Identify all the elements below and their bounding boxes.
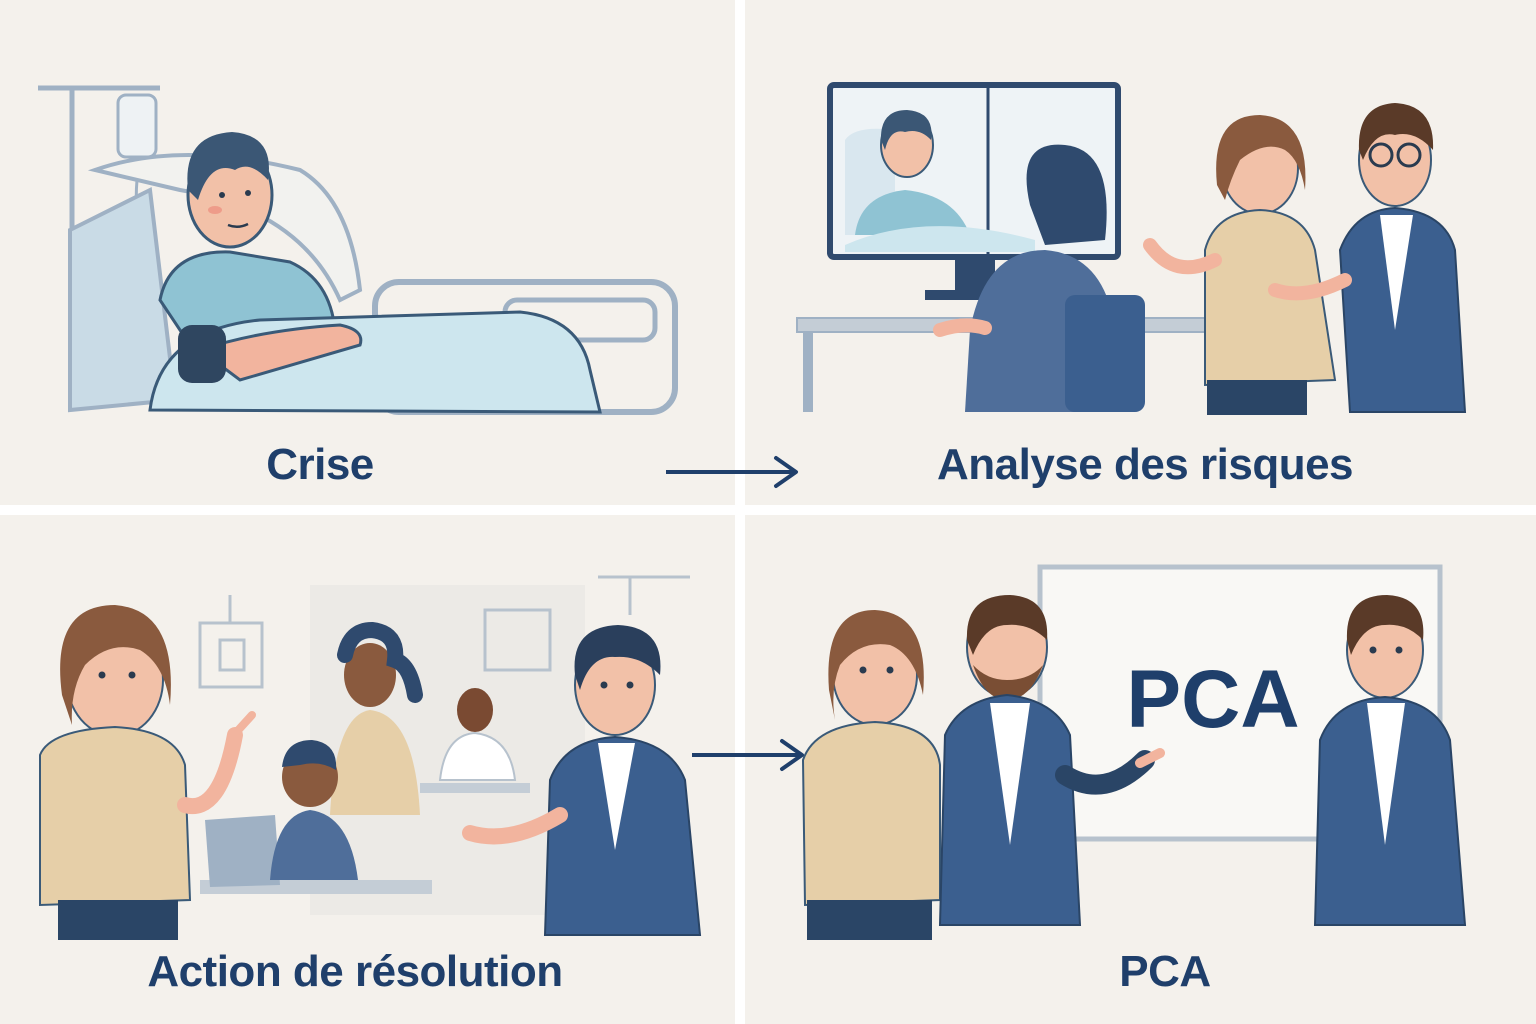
- panel-pca: PCA PCA: [745, 515, 1536, 1024]
- caption-analyse-des-risques: Analyse des risques: [936, 440, 1354, 489]
- panel-crise: Crise: [0, 0, 735, 505]
- team-discussion-icon: [39, 575, 702, 940]
- arrow-right-icon: [666, 456, 798, 488]
- panel-analyse-des-risques: Analyse des risques: [745, 0, 1536, 505]
- caption-crise: Crise: [266, 440, 374, 489]
- whiteboard-text: PCA: [1126, 654, 1299, 745]
- caption-pca: PCA: [1119, 947, 1211, 996]
- video-consultation-icon: [796, 82, 1467, 415]
- whiteboard-presentation-icon: PCA: [801, 564, 1467, 940]
- caption-action-de-resolution: Action de résolution: [147, 947, 563, 996]
- panel-action-de-resolution: Action de résolution: [0, 515, 735, 1024]
- hospital-patient-icon: [38, 85, 678, 415]
- arrow-right-icon: [692, 739, 804, 771]
